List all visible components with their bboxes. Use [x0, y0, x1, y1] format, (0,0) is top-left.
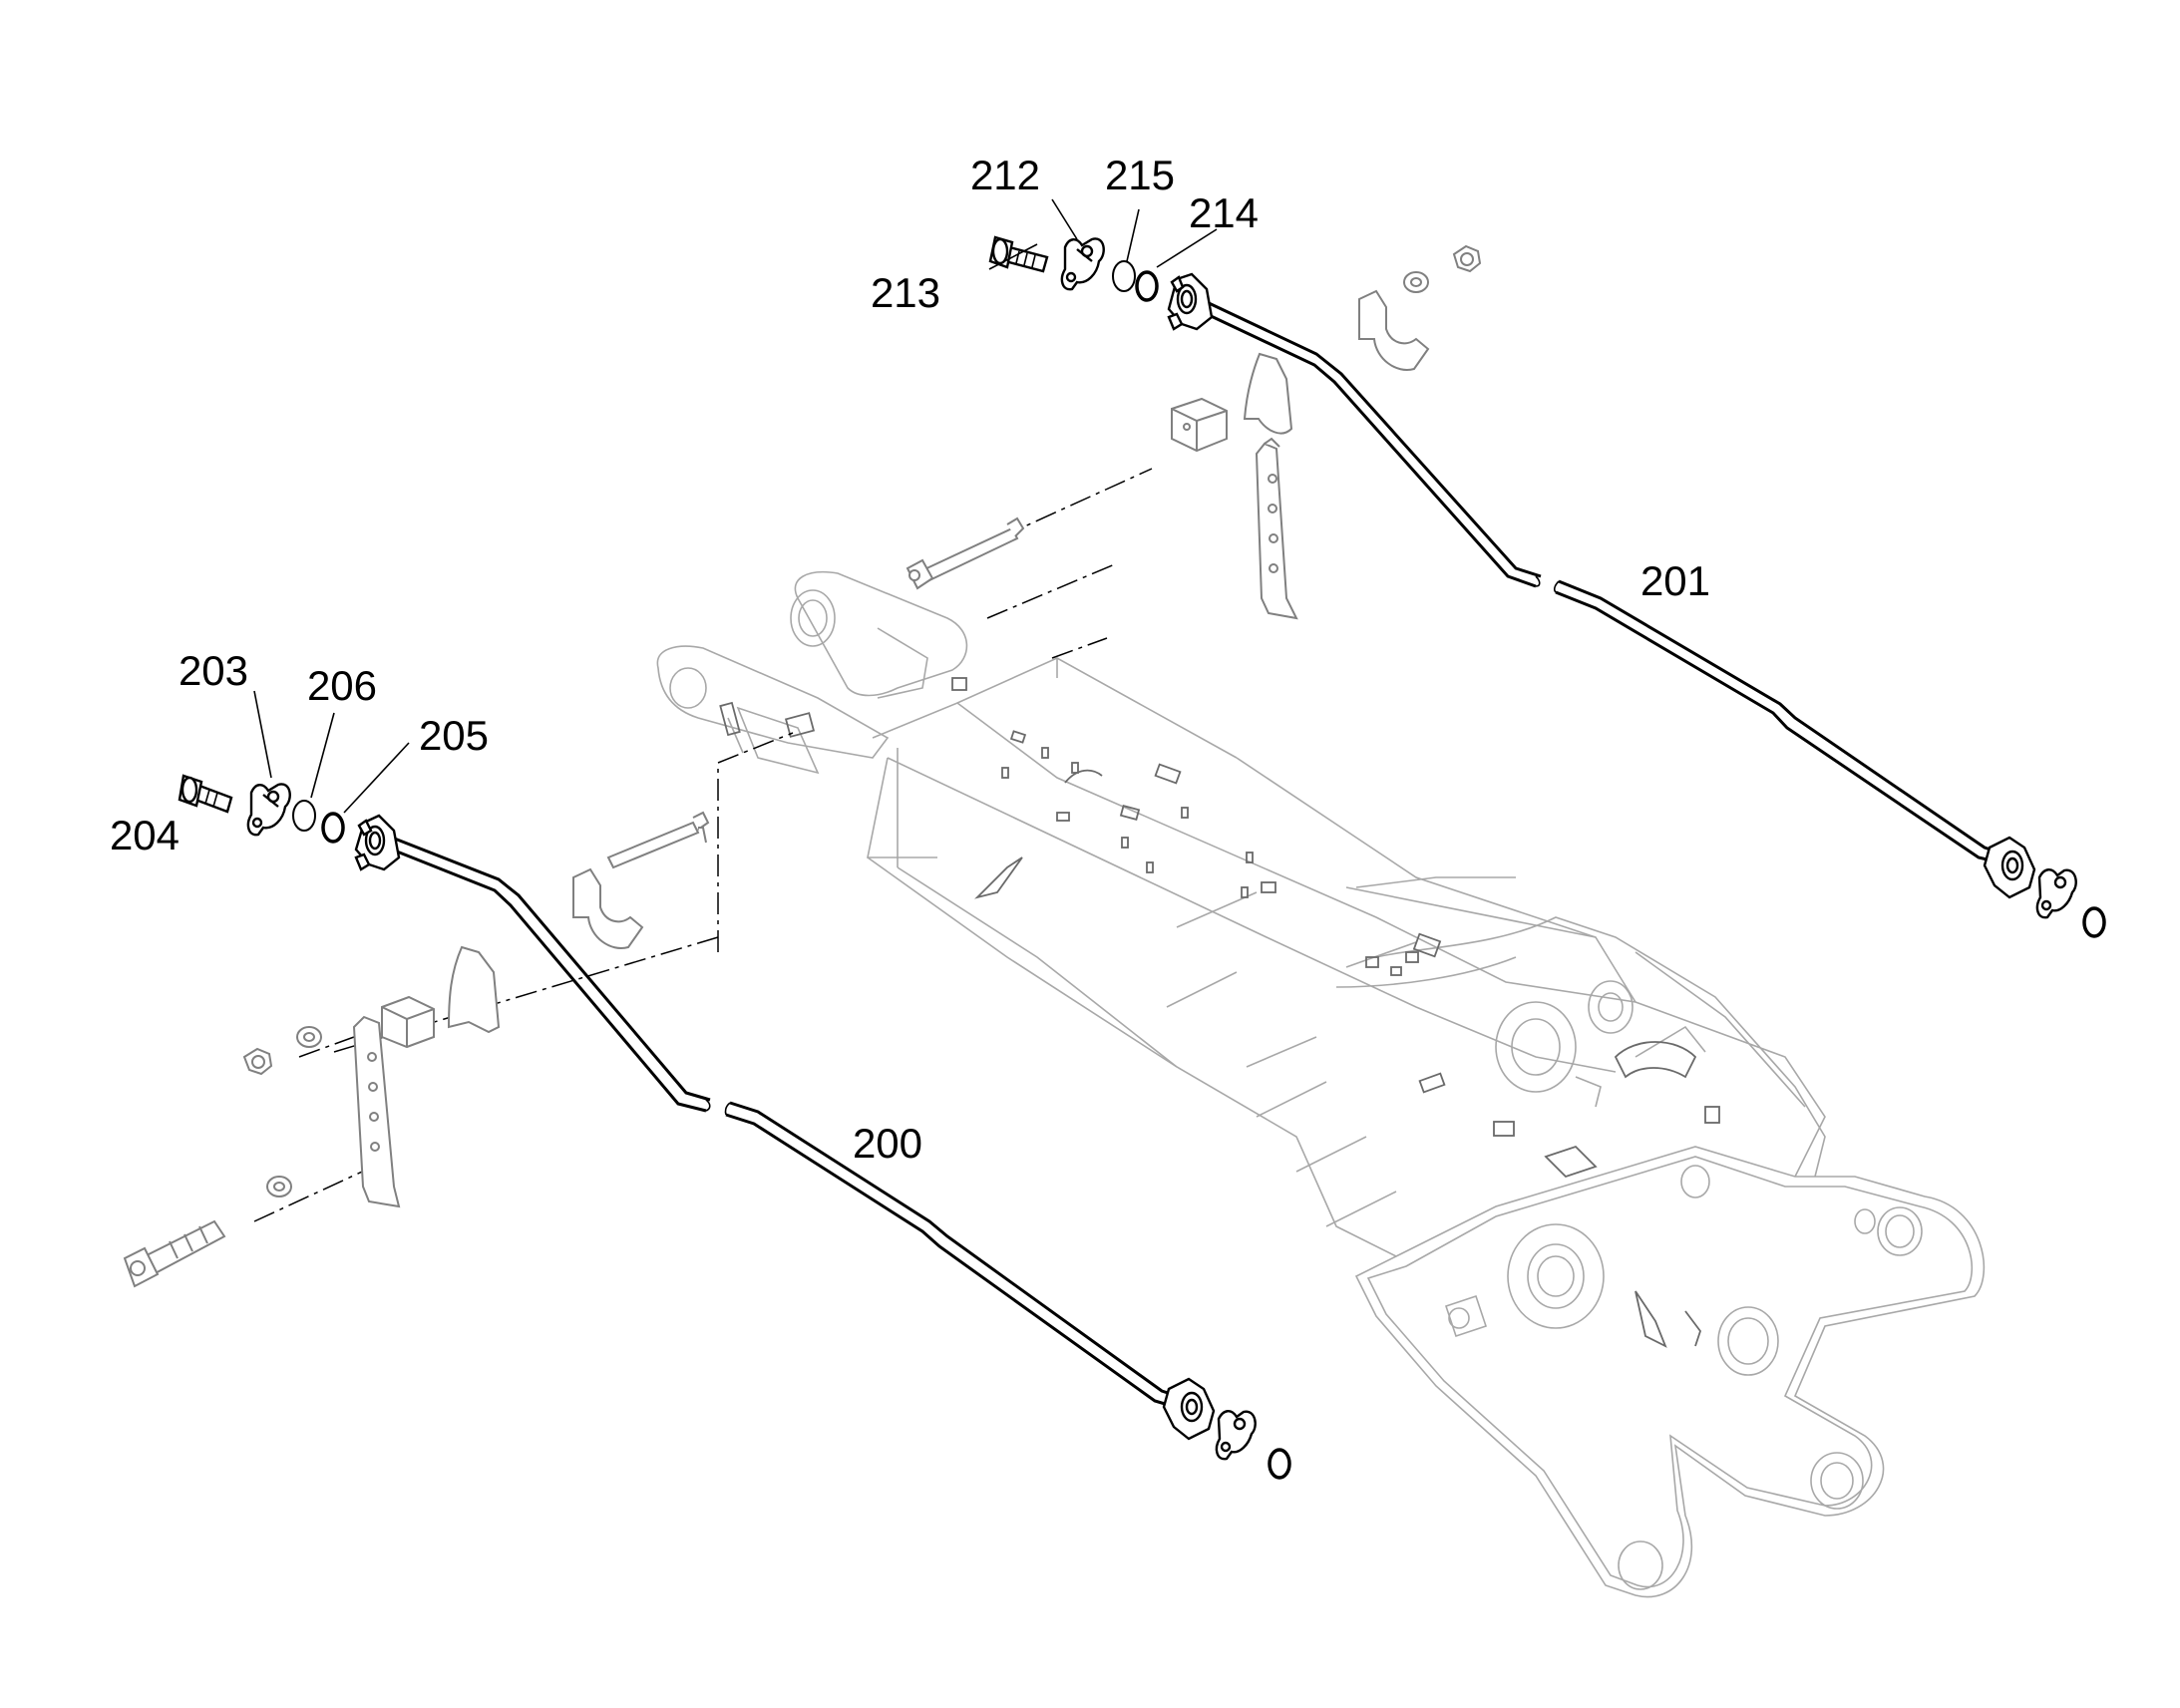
callout-203: 203: [179, 647, 248, 694]
callout-213: 213: [871, 269, 940, 316]
bolt-204: [178, 774, 233, 814]
tube-200-flange-left: [354, 814, 401, 871]
left-fitting-group: [178, 774, 401, 871]
lower-bracket-set: [123, 811, 710, 1288]
callout-212: 212: [970, 152, 1040, 198]
callout-204: 204: [110, 812, 180, 858]
tube-200: [386, 834, 1178, 1408]
callout-205: 205: [419, 712, 489, 759]
leader-lines: [253, 198, 1218, 814]
o-ring-215: [1112, 260, 1136, 292]
tube-201-flange-upper: [1167, 272, 1214, 331]
boom-frame: [656, 571, 1986, 1598]
o-ring-205: [321, 812, 345, 844]
callout-206: 206: [307, 662, 377, 709]
flange-half-203: [246, 783, 291, 837]
upper-fitting-group: [988, 235, 1214, 331]
flange-half-212: [1060, 237, 1105, 291]
callout-214: 214: [1189, 189, 1259, 236]
tube-201-end-fittings: [1983, 836, 2106, 938]
callout-labels: 212 215 214 213 201 203 206 205 204 200: [110, 152, 1710, 1167]
tube-201: [1206, 300, 2000, 864]
callout-201: 201: [1640, 557, 1710, 604]
callout-215: 215: [1105, 152, 1175, 198]
tube-200-end-fittings: [1162, 1377, 1291, 1480]
upper-bracket-set: [906, 244, 1482, 620]
o-ring-214: [1135, 270, 1159, 302]
o-ring-206: [292, 800, 316, 832]
callout-200: 200: [853, 1120, 922, 1167]
